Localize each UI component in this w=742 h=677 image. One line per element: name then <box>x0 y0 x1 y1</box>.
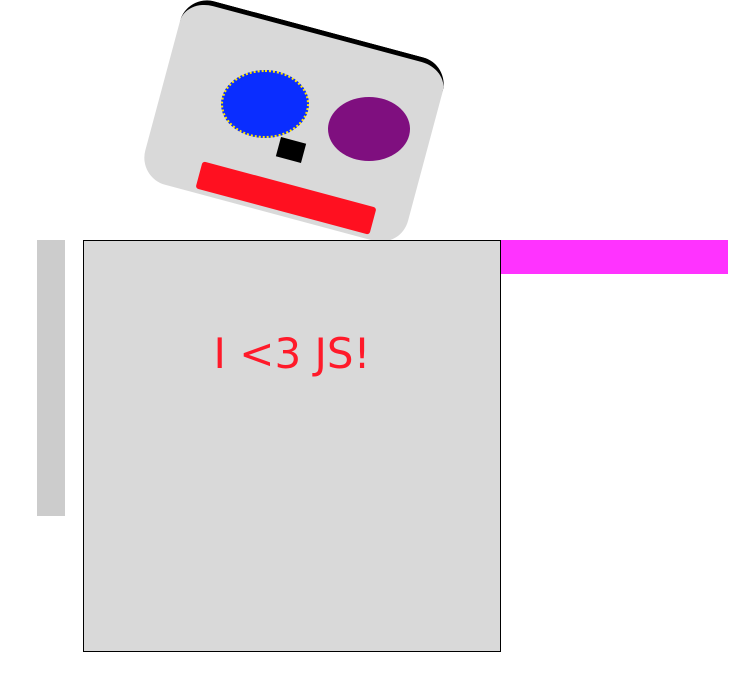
robot-body: I <3 JS! <box>83 240 501 652</box>
right-arm <box>498 240 728 274</box>
right-eye <box>328 97 410 161</box>
left-arm <box>37 240 65 516</box>
left-eye <box>221 70 309 138</box>
body-text: I <3 JS! <box>213 329 371 378</box>
